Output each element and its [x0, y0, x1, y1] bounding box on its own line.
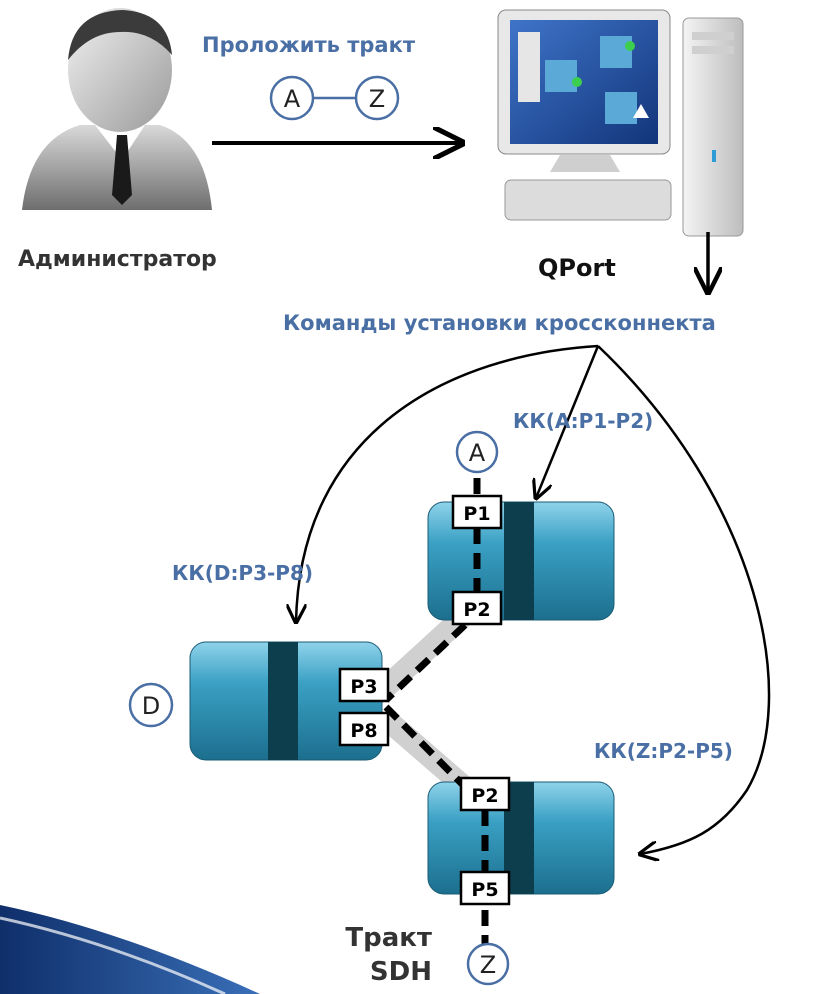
endpoint-a-circle: A	[269, 75, 315, 121]
node-d	[189, 641, 383, 761]
qport-label: QPort	[538, 254, 616, 282]
decorative-swoosh-highlight	[0, 916, 226, 994]
port-d-p8: P8	[338, 711, 390, 747]
node-z-endpoint-text: Z	[480, 951, 496, 979]
action-label: Проложить тракт	[202, 33, 416, 57]
endpoint-z-text: Z	[369, 85, 385, 113]
path-label-line2: SDH	[370, 957, 432, 987]
node-a-endpoint-circle: A	[455, 430, 499, 474]
endpoint-z-circle: Z	[354, 75, 400, 121]
svg-text:P2: P2	[463, 599, 490, 621]
command-d-label: КК(D:P3-P8)	[172, 561, 313, 585]
svg-text:P5: P5	[471, 879, 498, 901]
node-z-endpoint-circle: Z	[466, 942, 510, 986]
port-d-p3: P3	[338, 667, 390, 703]
link-d-z	[377, 709, 476, 799]
command-z-label: КК(Z:P2-P5)	[594, 739, 733, 763]
path-label-line1: Тракт	[345, 923, 432, 953]
decorative-swoosh	[0, 905, 260, 994]
svg-text:P3: P3	[350, 676, 377, 698]
computer-icon	[497, 9, 744, 237]
port-a-p2: P2	[451, 590, 503, 626]
node-a-endpoint-text: A	[469, 439, 486, 467]
port-z-p2: P2	[459, 776, 511, 812]
admin-label: Администратор	[18, 247, 217, 272]
svg-text:P1: P1	[463, 503, 490, 525]
port-a-p1: P1	[451, 494, 503, 530]
svg-text:P8: P8	[350, 720, 377, 742]
port-z-p5: P5	[459, 870, 511, 906]
svg-text:P2: P2	[471, 785, 498, 807]
command-curve-d	[296, 344, 599, 622]
administrator-icon	[22, 8, 212, 210]
command-curve-a	[536, 345, 600, 498]
node-d-label-circle: D	[128, 682, 174, 728]
command-curve-z	[597, 345, 771, 854]
node-d-label-text: D	[142, 692, 160, 720]
command-a-label: КК(A:P1-P2)	[513, 409, 653, 433]
commands-title: Команды установки кроссконнекта	[283, 311, 716, 335]
node-z	[427, 781, 615, 895]
endpoint-a-text: A	[284, 85, 301, 113]
